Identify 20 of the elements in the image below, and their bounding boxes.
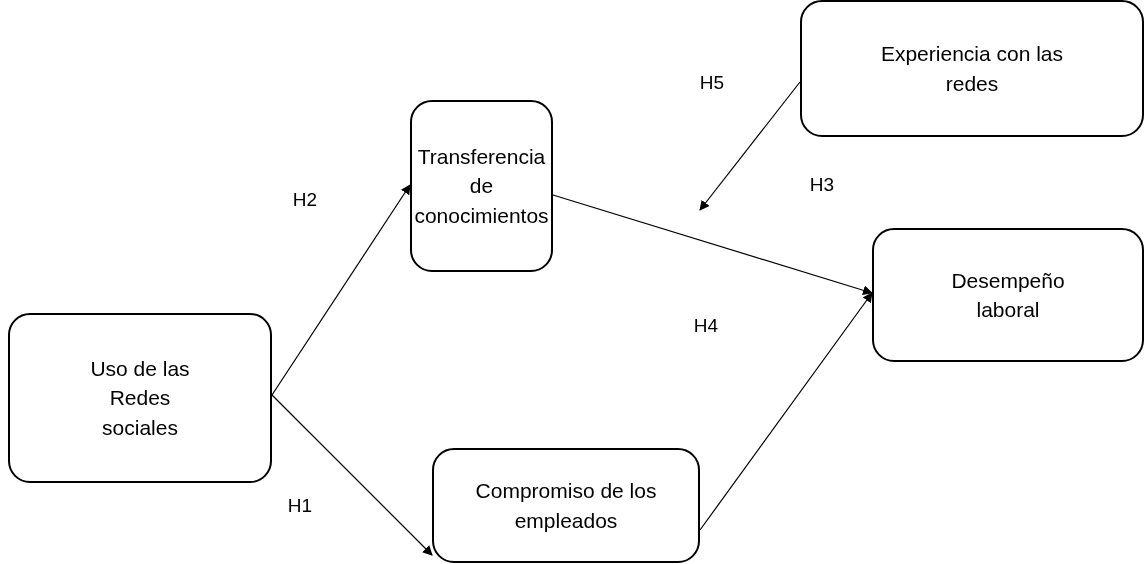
arrow [552, 194, 873, 296]
box-label: Desempeño laboral [950, 267, 1066, 323]
hypothesis-label: H5 [699, 70, 725, 95]
box-label: Uso de las Redes sociales [89, 355, 191, 441]
arrow [699, 292, 873, 531]
box-label: Experiencia con las redes [879, 41, 1065, 97]
box-label: Compromiso de los empleados [474, 478, 658, 534]
box-label: Transferencia de conocimientos [413, 143, 550, 229]
process-box [432, 448, 700, 563]
process-box [872, 228, 1144, 362]
process-box [8, 313, 272, 483]
hypothesis-label: H4 [693, 313, 719, 338]
hypothesis-label: H1 [287, 493, 313, 518]
process-box [800, 0, 1144, 137]
hypothesis-label: H3 [809, 172, 835, 197]
arrow [699, 81, 801, 211]
arrow [271, 184, 411, 396]
arrow [271, 394, 433, 556]
process-box [410, 100, 553, 272]
hypothesis-label: H2 [292, 187, 318, 212]
